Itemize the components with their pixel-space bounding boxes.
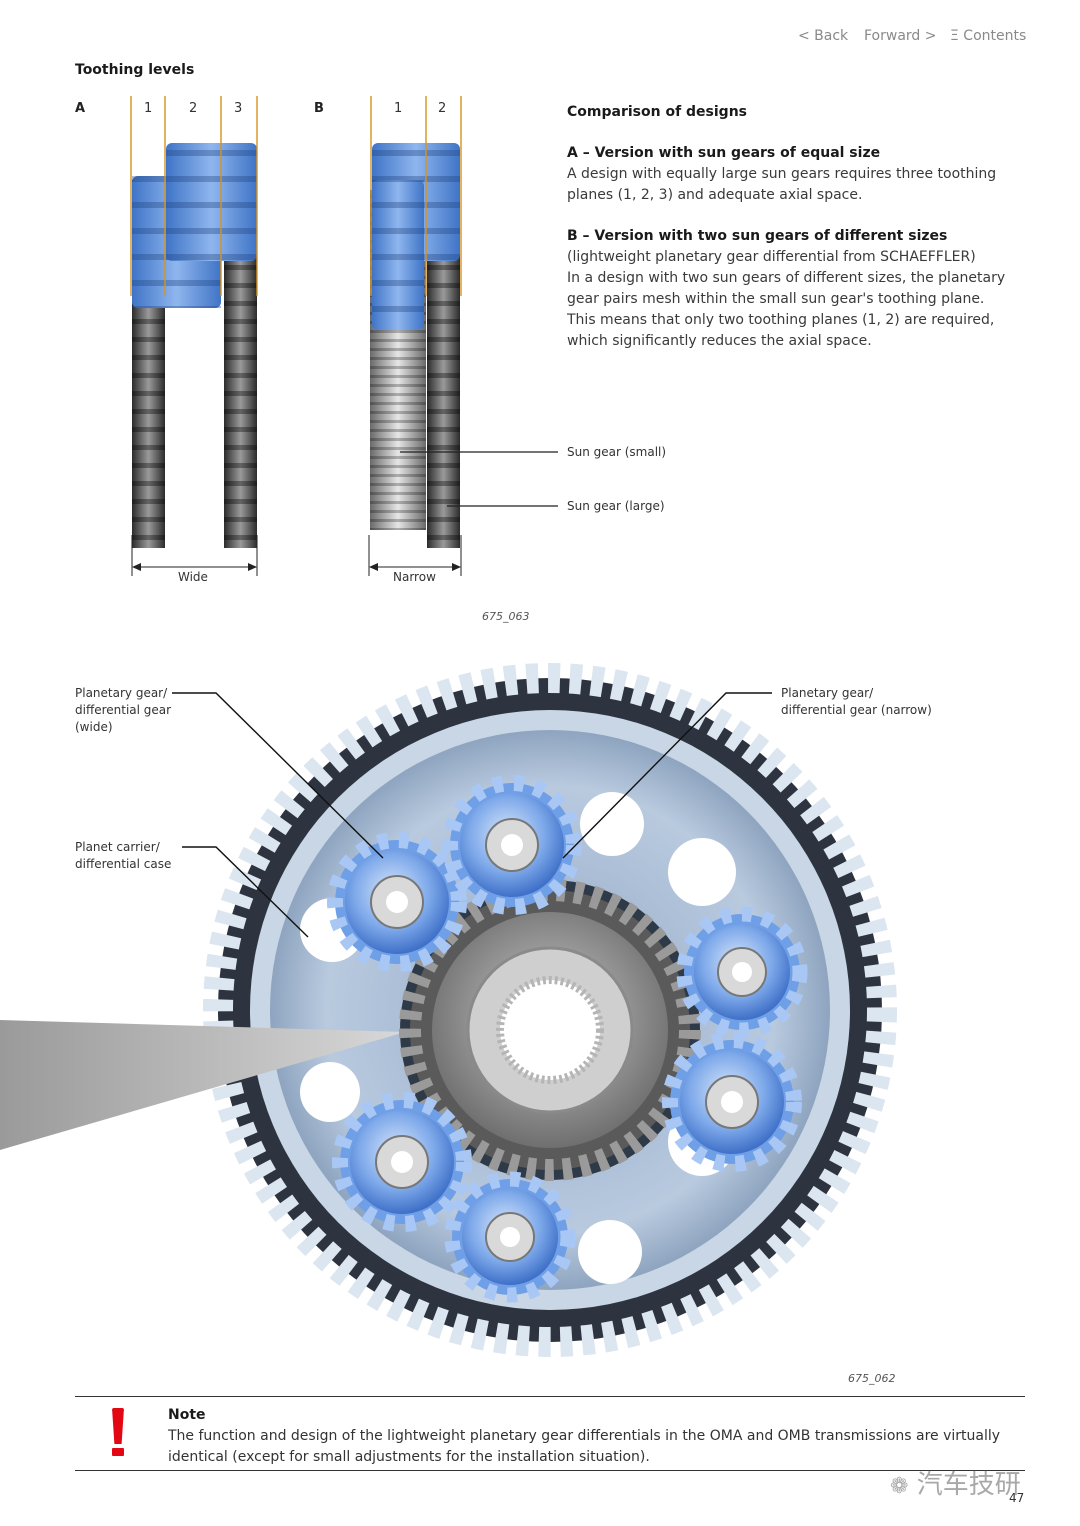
axis-beam (0, 1020, 405, 1150)
diagram-b (368, 96, 558, 576)
callout-line: Planet carrier/ (75, 840, 160, 854)
version-a-body: A design with equally large sun gears re… (567, 166, 997, 203)
callout-line: Planetary gear/ (781, 686, 874, 700)
diagram-a-col-3: 3 (234, 101, 243, 116)
figure-id-top: 675_063 (482, 610, 530, 623)
wechat-icon: ❁ (890, 1474, 909, 1499)
forward-link[interactable]: Forward > (864, 28, 937, 44)
callout-line: Planetary gear/ (75, 686, 168, 700)
diagram-b-col-1: 1 (394, 101, 403, 116)
note-top-rule (75, 1396, 1025, 1397)
callout-sun-small: Sun gear (small) (567, 445, 667, 459)
version-b-body: In a design with two sun gears of differ… (567, 270, 1006, 349)
contents-link[interactable]: Ξ Contents (950, 28, 1027, 44)
back-link[interactable]: < Back (798, 28, 849, 44)
diagram-a (130, 96, 258, 576)
warning-icon (110, 1408, 126, 1456)
watermark: ❁ 汽车技研 (890, 1464, 1021, 1501)
leader-lines (172, 692, 772, 938)
sun-gear-spline (496, 976, 604, 1084)
ring-gear-teeth (203, 663, 897, 1357)
version-a-title: A – Version with sun gears of equal size (567, 145, 881, 161)
version-b-title: B – Version with two sun gears of differ… (567, 228, 948, 244)
diagram-a-label: A (75, 101, 86, 116)
callout-sun-large: Sun gear (large) (567, 499, 665, 513)
callout-line: (wide) (75, 720, 113, 734)
note-title: Note (168, 1407, 206, 1423)
callout-line: differential gear (75, 703, 172, 717)
diagram-a-col-1: 1 (144, 101, 153, 116)
narrow-label: Narrow (393, 570, 436, 584)
watermark-text: 汽车技研 (916, 1470, 1021, 1500)
callout-carrier: Planet carrier/ differential case (75, 839, 171, 873)
callout-line: differential gear (narrow) (781, 703, 932, 717)
comparison-text: Comparison of designs A – Version with s… (567, 102, 1007, 352)
planetary-gear-illustration (0, 663, 897, 1357)
diagram-b-label: B (314, 101, 324, 116)
version-b-subtitle: (lightweight planetary gear differential… (567, 249, 976, 265)
wide-label: Wide (178, 570, 208, 584)
callout-planet-wide: Planetary gear/ differential gear (wide) (75, 685, 171, 736)
note-text: Note The function and design of the ligh… (168, 1405, 1008, 1468)
note-body: The function and design of the lightweig… (168, 1428, 1001, 1465)
diagram-a-col-2: 2 (189, 101, 198, 116)
section-title: Toothing levels (75, 62, 195, 78)
figure-id-bottom: 675_062 (848, 1372, 896, 1385)
planet-gears (327, 775, 808, 1303)
note-bottom-rule (75, 1470, 1025, 1471)
callout-planet-narrow: Planetary gear/ differential gear (narro… (781, 685, 932, 719)
callout-line: differential case (75, 857, 172, 871)
diagram-b-col-2: 2 (438, 101, 447, 116)
toothing-levels-diagram (130, 96, 558, 576)
comparison-heading: Comparison of designs (567, 104, 747, 120)
page-number: 47 (1009, 1491, 1025, 1505)
